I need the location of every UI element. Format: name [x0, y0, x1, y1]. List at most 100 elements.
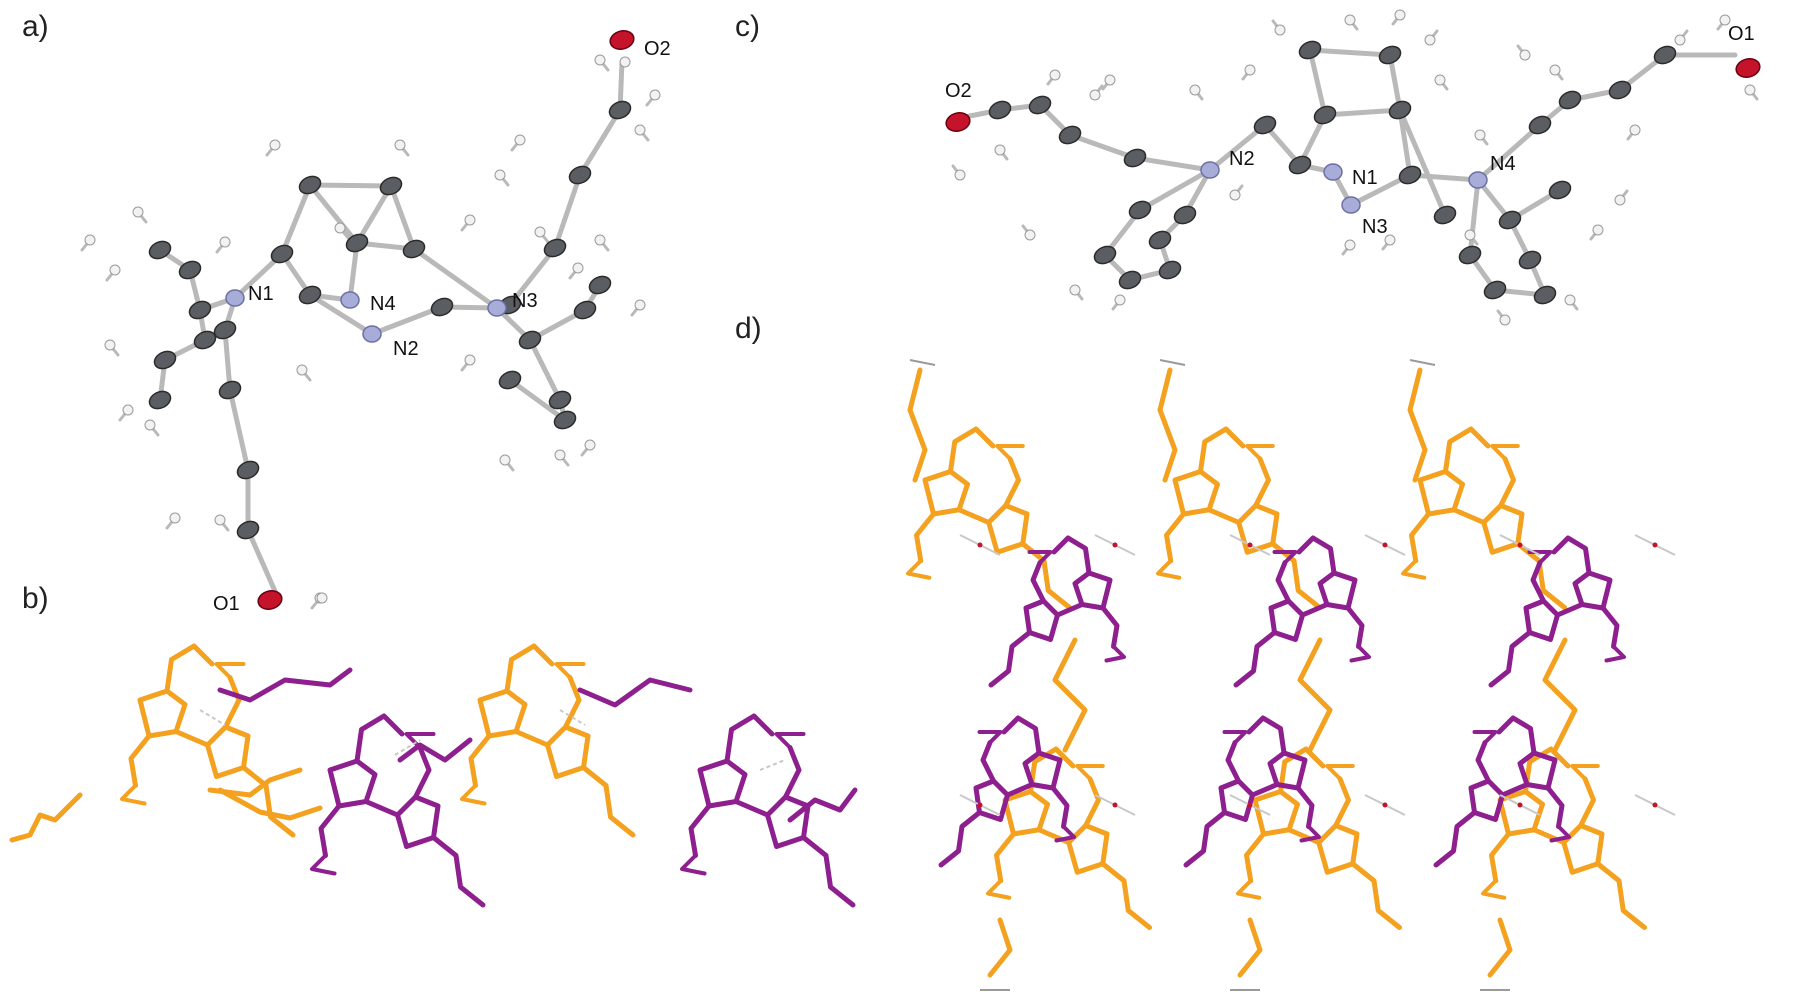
bond-c-13 [1132, 155, 1213, 173]
nitrogen-atom-c-3 [1468, 171, 1488, 189]
panel-d-purple-lower-1-methyl-b [1222, 730, 1248, 745]
panel-d-oxygen-dot-11 [1652, 802, 1658, 808]
hydrogen-atom-c-20 [1114, 294, 1126, 306]
hydrogen-atom-a-20 [572, 262, 584, 274]
panel-d-purple-lower-0-ring-b [973, 778, 1035, 822]
panel-label-d: d) [735, 312, 762, 345]
hydrogen-atom-c-28 [1344, 239, 1356, 251]
panel-d-chain-bottom-1 [1237, 917, 1263, 978]
hydrogen-atom-c-8 [1629, 124, 1641, 136]
carbon-atom-a-23 [588, 275, 612, 295]
carbon-atom-c-5 [1433, 205, 1457, 225]
bond-a-33 [527, 337, 563, 403]
panel-d-purple-upper-1-methyl-a [1349, 644, 1371, 663]
carbon-atom-a-22 [573, 300, 597, 320]
nitrogen-atom-a-2 [362, 325, 382, 343]
bond-c-5 [1407, 172, 1481, 183]
oxygen-atom-o1-a [257, 590, 283, 610]
panel-b-purple-link-2 [577, 677, 693, 708]
panel-d-orange-upper-0-ring-a [922, 469, 970, 517]
panel-d-purple-upper-0-methyl-a [1104, 644, 1126, 663]
oxygen-atom-o2-c [945, 112, 971, 132]
carbon-atom-c-21 [1128, 200, 1152, 220]
hydrogen-atom-c-6 [1519, 49, 1531, 61]
panel-d-purple-lower-2-arm-d [1475, 740, 1491, 784]
hydrogen-atom-a-2 [219, 236, 231, 248]
carbon-atom-c-15 [1653, 45, 1677, 65]
panel-b-purple-link-0 [217, 667, 353, 703]
carbon-atom-c-8 [1123, 148, 1147, 168]
panel-b-purple-molecule-0-ring-a [327, 758, 378, 809]
carbon-atom-c-13 [1558, 90, 1582, 110]
carbon-atom-c-1 [1288, 155, 1312, 175]
hydrogen-atom-a-21 [594, 234, 606, 246]
panel-label-b: b) [22, 582, 49, 615]
carbon-atom-a-6 [379, 176, 403, 196]
nitrogen-atom-a-3 [487, 299, 507, 317]
panel-b-purple-molecule-0-arm-b [431, 835, 486, 908]
panel-d-methyl-top-0 [909, 359, 936, 366]
hydrogen-atom-c-21 [1229, 189, 1241, 201]
panel-d-orange-upper-2-arm-c [1409, 511, 1431, 564]
panel-d-oxygen-dot-8 [1247, 802, 1253, 808]
panel-d-orange-upper-2-ring-b [1451, 503, 1525, 555]
panel-d-oxygen-dot-7 [1112, 802, 1118, 808]
panel-d-orange-lower-2-ring-a [1497, 789, 1545, 837]
hydrogen-atom-a-17 [214, 514, 226, 526]
panel-d-orange-upper-0-arm-c [914, 511, 936, 564]
carbon-atom-a-12 [218, 380, 242, 400]
bond-a-9 [279, 182, 313, 257]
carbon-atom-c-7 [1298, 40, 1322, 60]
bond-c-18 [1475, 122, 1543, 183]
panel-b-orange-molecule-1-methyl-a [460, 783, 487, 806]
panel-d-purple-lower-0-arm-a [1001, 715, 1042, 756]
hydrogen-atom-a-13 [104, 339, 116, 351]
nitrogen-atom-a-0 [225, 289, 245, 307]
nitrogen-atom-c-2 [1341, 196, 1361, 214]
panel-d-purple-lower-1-arm-a [1246, 715, 1287, 756]
panel-d-purple-upper-1-methyl-b [1272, 550, 1298, 565]
hydrogen-atom-a-23 [554, 449, 566, 461]
panel-d-orange-upper-2-methyl-a [1401, 558, 1427, 580]
carbon-atom-a-14 [236, 520, 260, 540]
bond-a-7 [369, 304, 445, 337]
bond-c-12 [1387, 52, 1403, 113]
hydrogen-atom-a-19 [296, 364, 308, 376]
panel-b-purple-molecule-1-methyl-b [774, 732, 806, 750]
hydrogen-atom-c-10 [1719, 14, 1731, 26]
bond-c-0 [1207, 122, 1268, 173]
panel-d-purple-lower-1-ring-b [1218, 778, 1280, 822]
carbon-atom-a-9 [568, 165, 592, 185]
hydrogen-atom-a-8 [649, 89, 661, 101]
panel-d-chain-mid-0 [1052, 637, 1088, 753]
hydrogen-atom-a-14 [122, 404, 134, 416]
bond-a-15 [507, 245, 558, 308]
panel-d-orange-lower-1-ring-a [1252, 789, 1300, 837]
panel-d-purple-lower-2-arm-b [1433, 810, 1477, 868]
hydrogen-atom-a-15 [144, 419, 156, 431]
carbon-atom-a-21 [518, 330, 542, 350]
panel-b-orange-molecule-0-arm-a [164, 643, 215, 694]
hydrogen-atom-a-12 [109, 264, 121, 276]
oxygen-atom-o1-c [1735, 58, 1761, 78]
panel-d-oxygen-dot-2 [1247, 542, 1253, 548]
panel-d-orange-lower-0-arm-b [1100, 861, 1152, 930]
panel-b-purple-molecule-1-arm-d [783, 745, 802, 800]
hydrogen-atom-c-27 [1614, 194, 1626, 206]
hydrogen-atom-a-o1h [316, 592, 328, 604]
nitrogen-atom-c-0 [1200, 161, 1220, 179]
panel-d-orange-upper-1-methyl-a [1156, 558, 1182, 580]
panel-d-orange-lower-0-ring-a [1002, 789, 1050, 837]
panel-b-orange-link-2 [9, 792, 83, 843]
panel-d-purple-upper-0-methyl-b [1027, 550, 1053, 565]
panel-b-orange-molecule-0-methyl-a [120, 783, 147, 806]
panel-b-packing-chain [9, 643, 858, 908]
hydrogen-atom-a-3 [334, 222, 346, 234]
panel-b-orange-molecule-0-ring-a [137, 688, 188, 739]
bond-c-35 [1467, 177, 1481, 258]
hydrogen-atom-a-9 [594, 54, 606, 66]
panel-b-orange-molecule-1-arm-d [563, 675, 582, 730]
panel-b-purple-molecule-1-ring-b [733, 794, 811, 849]
panel-d-orange-lower-0-arm-c [994, 831, 1016, 884]
carbon-atom-a-18 [193, 330, 217, 350]
